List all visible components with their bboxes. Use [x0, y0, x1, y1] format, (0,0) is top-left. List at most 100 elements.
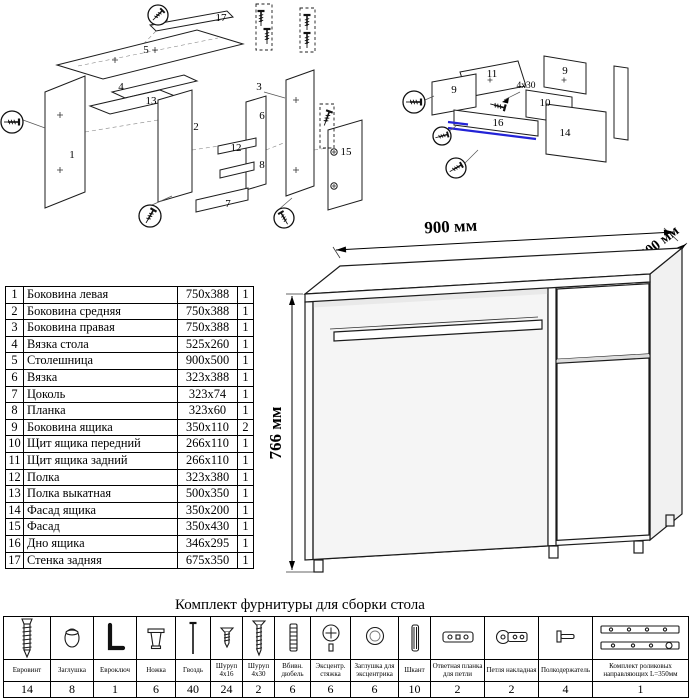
part-label-17: 17 — [216, 12, 228, 24]
cam-lock-icon — [311, 617, 350, 660]
part-size: 350x110 — [177, 418, 238, 437]
part-number: 3 — [5, 319, 24, 337]
hardware-item-qty: 6 — [289, 682, 296, 696]
hardware-item: Заглушка 8 — [50, 617, 93, 697]
part-label-7: 7 — [225, 198, 231, 210]
roller-guide-highlight — [447, 120, 469, 126]
screw-4x16-icon — [211, 617, 242, 660]
part-qty: 1 — [237, 385, 254, 404]
hardware-item: Ножка 6 — [136, 617, 175, 697]
part-label-10: 10 — [540, 97, 552, 109]
hardware-item-label: Заглушка для эксцентрика — [351, 660, 398, 682]
part-label-2: 2 — [193, 121, 199, 133]
part-name: Боковина ящика — [23, 418, 178, 437]
part-name: Стенка задняя — [23, 551, 178, 570]
part-name: Полка — [23, 468, 178, 487]
hardware-item-label: Заглушка — [51, 660, 93, 682]
assembled-desk-view: 900 мм 500 мм 766 мм — [266, 216, 688, 573]
hinge-plate-icon — [431, 617, 484, 660]
hardware-item: Шуруп 4x30 2 — [242, 617, 274, 697]
hardware-item-qty: 24 — [220, 682, 233, 696]
hardware-item-label: Эксцентр. стяжка — [311, 660, 350, 682]
part-name: Фасад — [23, 518, 178, 536]
part-name: Столешница — [23, 352, 178, 370]
desk-exploded-diagram: 17 5 4 13 1 2 12 6 8 7 3 15 — [0, 3, 363, 229]
part-label-16: 16 — [493, 117, 505, 129]
part-name: Вязка стола — [23, 335, 178, 354]
part-number: 5 — [5, 352, 24, 370]
hardware-item-qty: 2 — [255, 682, 262, 696]
hardware-item-label: Шуруп 4x30 — [243, 660, 274, 682]
part-qty: 1 — [237, 501, 254, 520]
part-qty: 1 — [237, 302, 254, 321]
part-size: 750x388 — [177, 319, 238, 337]
part-qty: 1 — [237, 402, 254, 420]
hardware-item: Евровинт 14 — [4, 617, 50, 697]
part-name: Боковина правая — [23, 319, 178, 337]
screw-4x30-icon — [243, 617, 274, 660]
hardware-item: Шуруп 4x16 24 — [210, 617, 242, 697]
hardware-item: Заглушка для эксцентрика 6 — [350, 617, 398, 697]
hardware-item-qty: 2 — [454, 682, 461, 696]
part-number: 7 — [5, 385, 24, 404]
part-name: Планка — [23, 402, 178, 420]
shelf-pin-icon — [539, 617, 592, 660]
part-number: 12 — [5, 468, 24, 487]
part-label-13: 13 — [146, 95, 158, 107]
hexkey-icon — [94, 617, 136, 660]
hardware-item-label: Петля накладная — [485, 660, 538, 682]
part-number: 2 — [5, 302, 24, 321]
part-qty: 1 — [237, 485, 254, 503]
hardware-item-label: Ножка — [137, 660, 175, 682]
part-number: 1 — [5, 286, 24, 304]
hardware-kit-table: Евровинт 14 Заглушка 8 Евроключ 1 Ножка … — [3, 616, 689, 698]
part-qty: 1 — [237, 551, 254, 570]
euroscrew-icon — [4, 617, 50, 660]
hardware-item-label: Полкодержатель — [539, 660, 592, 682]
part-size: 323x60 — [177, 402, 238, 420]
hardware-item-qty: 6 — [327, 682, 334, 696]
part-name: Щит ящика передний — [23, 435, 178, 453]
part-number: 8 — [5, 402, 24, 420]
hardware-item-qty: 2 — [508, 682, 515, 696]
part-size: 900x500 — [177, 352, 238, 370]
part-qty: 1 — [237, 518, 254, 536]
part-label-8: 8 — [259, 159, 265, 171]
part-qty: 1 — [237, 451, 254, 470]
hardware-item-qty: 4 — [562, 682, 569, 696]
hardware-item-label: Шкант — [399, 660, 430, 682]
part-label-1: 1 — [69, 149, 75, 161]
hardware-item-qty: 6 — [371, 682, 378, 696]
part-number: 4 — [5, 335, 24, 354]
part-name: Вязка — [23, 368, 178, 387]
nail-icon — [176, 617, 210, 660]
part-size: 323x388 — [177, 368, 238, 387]
part-label-6: 6 — [259, 110, 265, 122]
part-qty: 1 — [237, 352, 254, 370]
dowel-icon — [275, 617, 310, 660]
part-qty: 1 — [237, 468, 254, 487]
part-size: 750x388 — [177, 302, 238, 321]
hardware-item: Комплект роликовых направляющих L=350мм … — [592, 617, 688, 697]
part-number: 13 — [5, 485, 24, 503]
part-size: 350x200 — [177, 501, 238, 520]
part-qty: 2 — [237, 418, 254, 437]
part-size: 266x110 — [177, 451, 238, 470]
cam-cap-icon — [351, 617, 398, 660]
plug-icon — [51, 617, 93, 660]
part-name: Боковина средняя — [23, 302, 178, 321]
hinge-icon — [485, 617, 538, 660]
hardware-item: Вбивн. дюбель 6 — [274, 617, 310, 697]
drawer-front — [556, 283, 650, 360]
drawer-exploded-diagram: 11 9 9 10 16 14 4x30 — [402, 55, 629, 179]
part-qty: 1 — [237, 335, 254, 354]
